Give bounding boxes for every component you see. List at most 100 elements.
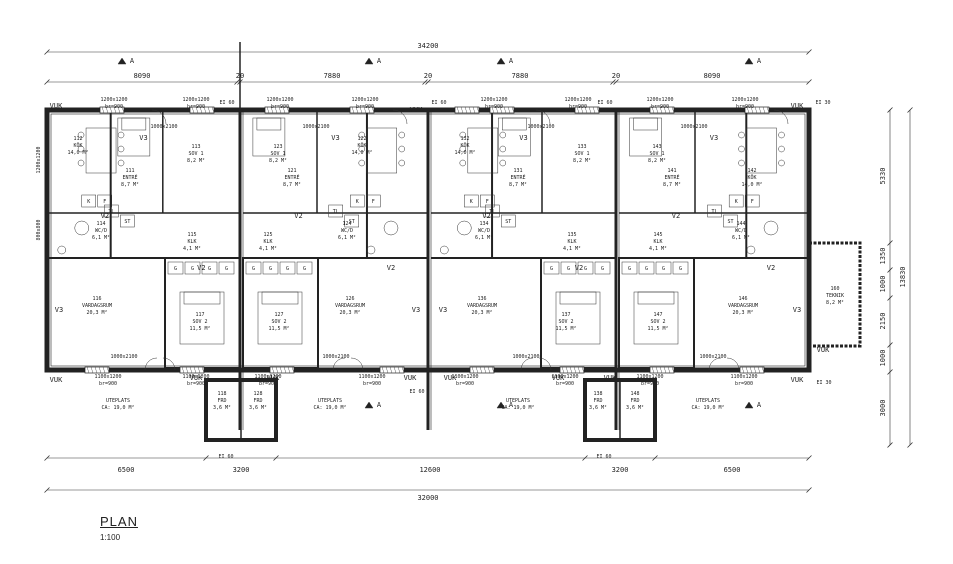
cabinet-label: K — [470, 199, 473, 205]
window-hatch — [181, 366, 185, 374]
door-swing — [535, 109, 551, 125]
dimension-top-segment: 8090 — [704, 72, 721, 80]
wardrobe — [621, 261, 638, 275]
window-rail: br=900 — [99, 381, 117, 387]
door-swing — [708, 357, 722, 371]
window-hatch — [576, 106, 580, 114]
dimension-tick — [806, 487, 812, 493]
window-hatch — [193, 366, 197, 374]
window-hatch — [476, 106, 480, 114]
door-swing — [350, 357, 364, 371]
door-size: 1000x2100 — [527, 124, 554, 130]
room-number: 126 — [345, 296, 354, 302]
room-area: 3,6 M² — [589, 405, 607, 411]
room-number: 143 — [652, 144, 661, 150]
ventilation-label: V2 — [101, 212, 109, 220]
window-hatch — [397, 366, 401, 374]
door-swing — [538, 357, 552, 371]
room-name: SOV 2 — [192, 319, 207, 325]
room-number: 144 — [736, 221, 745, 227]
room-area: 4,1 M² — [649, 246, 667, 252]
room-number: 128 — [253, 391, 262, 397]
code-vuk: VUK — [791, 102, 804, 110]
dimension-right: 5330 — [879, 168, 887, 185]
window-rail: br=900 — [187, 381, 205, 387]
window-hatch — [201, 366, 205, 374]
code-vuk: VUK — [404, 374, 417, 382]
code-vuk: VUK — [410, 106, 423, 114]
room-name: FRD — [630, 398, 639, 404]
room-number: 148 — [630, 391, 639, 397]
toilet-bowl — [383, 220, 399, 236]
cabinet — [464, 194, 479, 208]
code-fire-rating: EI 60 — [218, 454, 233, 460]
cabinet-label: K — [735, 199, 738, 205]
room-name: KLK — [263, 239, 272, 245]
window-hatch — [90, 366, 94, 374]
ventilation-label: V2 — [482, 212, 490, 220]
ventilation-label: V2 — [767, 264, 775, 272]
window-hatch — [584, 106, 588, 114]
bed-pillow — [256, 117, 282, 131]
chair — [358, 159, 365, 167]
window-rail: br=900 — [641, 381, 659, 387]
room-name: SOV 2 — [271, 319, 286, 325]
closet — [104, 204, 119, 218]
window-hatch — [189, 366, 193, 374]
wardrobe — [245, 261, 262, 275]
window-rail: br=900 — [736, 104, 754, 110]
bed-pillow — [502, 117, 527, 131]
room-area: 8,2 M² — [187, 158, 205, 164]
room-number: 118 — [217, 391, 226, 397]
door-swing — [332, 357, 346, 371]
wardrobe-label: G — [269, 266, 272, 272]
room-number: 142 — [747, 168, 756, 174]
window-hatch — [270, 106, 274, 114]
window-rail: br=900 — [485, 104, 503, 110]
room-name: KLK — [567, 239, 576, 245]
toilet-bowl — [74, 220, 89, 236]
ventilation-label: V2 — [294, 212, 302, 220]
window-hatch — [464, 106, 468, 114]
chair — [77, 145, 85, 153]
window-hatch — [491, 106, 495, 114]
window-hatch — [663, 366, 667, 374]
room-name: WC/D — [735, 228, 747, 234]
window-hatch — [121, 106, 125, 114]
plan-scale: 1:100 — [100, 533, 121, 542]
ventilation-label: V3 — [519, 134, 527, 142]
window-hatch — [495, 106, 499, 114]
chair — [398, 131, 405, 139]
room-area: 8,2 M² — [269, 158, 287, 164]
room-area: 14,0 M² — [351, 150, 372, 156]
section-marker-arrow — [364, 57, 374, 65]
dimension-bottom-segment: 6500 — [724, 466, 741, 474]
toilet-bowl — [457, 220, 472, 236]
section-marker-arrow — [496, 57, 506, 65]
room-name: SOV 1 — [649, 151, 664, 157]
chair — [738, 145, 745, 153]
wardrobe-label: G — [252, 266, 255, 272]
room-number: 122 — [357, 136, 366, 142]
room-area: 14,0 M² — [454, 150, 475, 156]
dimension-right: 1000 — [879, 276, 887, 293]
code-vuk: VUK — [190, 374, 203, 382]
window-rail: br=900 — [105, 104, 123, 110]
window-hatch — [766, 106, 770, 114]
dimension-tick — [887, 295, 893, 301]
dimension-tick — [907, 442, 913, 448]
dimension-tick — [203, 455, 209, 461]
dimension-tick — [887, 267, 893, 273]
bed-pillow — [633, 117, 658, 131]
wardrobe-label: G — [286, 266, 289, 272]
room-number: 114 — [96, 221, 105, 227]
room-name: SOV 1 — [188, 151, 203, 157]
room-area: 6,1 M² — [475, 235, 493, 241]
window-hatch — [98, 366, 102, 374]
window-size: 1200x1200 — [351, 97, 378, 103]
room-area: 20,3 M² — [86, 310, 107, 316]
dimension-gap: 20 — [612, 72, 620, 80]
room-name: ENTRÉ — [510, 173, 525, 181]
bed — [633, 291, 679, 345]
